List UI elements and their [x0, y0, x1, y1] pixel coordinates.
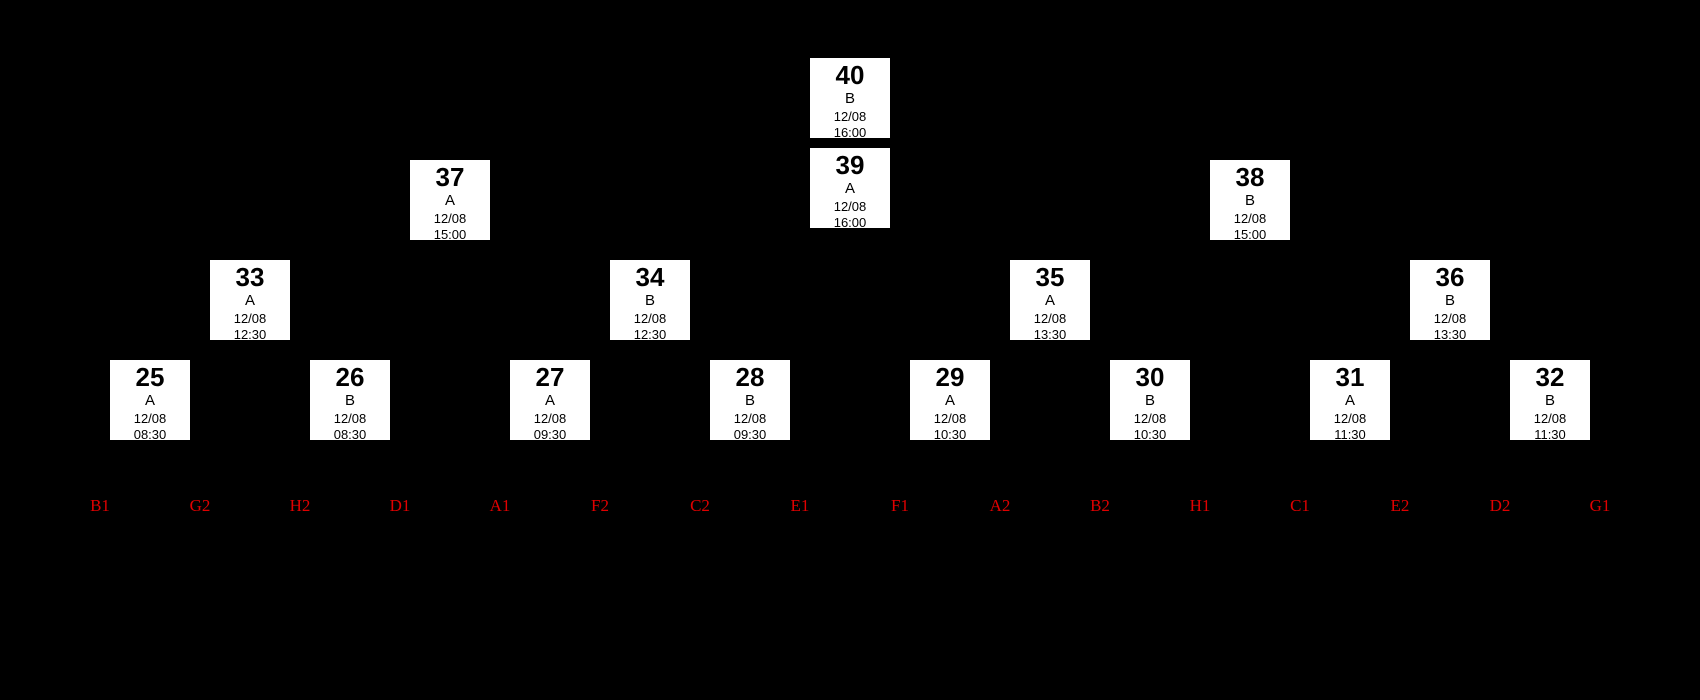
match-court: A	[944, 392, 955, 409]
match-date: 12/08	[1333, 411, 1367, 426]
match-box-29[interactable]: 29 A 12/08 10:30	[910, 360, 990, 442]
match-box-34[interactable]: 34 B 12/08 12:30	[610, 260, 690, 342]
match-court: B	[1544, 392, 1555, 409]
match-date: 12/08	[633, 311, 667, 326]
match-court: A	[1044, 292, 1055, 309]
match-box-31[interactable]: 31 A 12/08 11:30	[1310, 360, 1390, 442]
match-time: 09:30	[533, 427, 567, 442]
match-box-27[interactable]: 27 A 12/08 09:30	[510, 360, 590, 442]
match-court: B	[1444, 292, 1455, 309]
match-date: 12/08	[933, 411, 967, 426]
entrant-label-E1: E1	[790, 496, 810, 515]
match-box-37[interactable]: 37 A 12/08 15:00	[410, 160, 490, 242]
match-date: 12/08	[733, 411, 767, 426]
match-date: 12/08	[1433, 311, 1467, 326]
entrant-label-F1: F1	[891, 496, 909, 515]
match-court: A	[1344, 392, 1355, 409]
entrant-label-C2: C2	[690, 496, 710, 515]
match-number: 30	[1135, 362, 1165, 392]
match-number: 25	[135, 362, 165, 392]
match-number: 31	[1335, 362, 1365, 392]
entrant-label-A1: A1	[489, 496, 511, 515]
match-box-30[interactable]: 30 B 12/08 10:30	[1110, 360, 1190, 442]
match-court: B	[1244, 192, 1255, 209]
entrant-label-H1: H1	[1189, 496, 1211, 515]
match-date: 12/08	[133, 411, 167, 426]
match-box-39[interactable]: 39 A 12/08 16:00	[810, 148, 890, 230]
match-court: A	[144, 392, 155, 409]
match-box-40[interactable]: 40 B 12/08 16:00	[810, 58, 890, 140]
match-box-26[interactable]: 26 B 12/08 08:30	[310, 360, 390, 442]
match-date: 12/08	[433, 211, 467, 226]
match-number: 33	[235, 262, 265, 292]
entrant-label-G1: G1	[1589, 496, 1611, 515]
match-court: B	[1144, 392, 1155, 409]
match-number: 35	[1035, 262, 1065, 292]
match-time: 15:00	[1233, 227, 1267, 242]
match-time: 11:30	[1334, 427, 1366, 442]
match-court: B	[644, 292, 655, 309]
match-box-33[interactable]: 33 A 12/08 12:30	[210, 260, 290, 342]
match-time: 08:30	[133, 427, 167, 442]
match-number: 37	[435, 162, 465, 192]
match-box-32[interactable]: 32 B 12/08 11:30	[1510, 360, 1590, 442]
match-court: A	[444, 192, 455, 209]
match-number: 26	[335, 362, 365, 392]
match-time: 12:30	[633, 327, 667, 342]
match-date: 12/08	[1233, 211, 1267, 226]
entrant-label-B1: B1	[90, 496, 110, 515]
match-time: 10:30	[1133, 427, 1167, 442]
entrant-label-A2: A2	[989, 496, 1011, 515]
match-date: 12/08	[833, 109, 867, 124]
match-date: 12/08	[1533, 411, 1567, 426]
match-date: 12/08	[333, 411, 367, 426]
match-number: 36	[1435, 262, 1465, 292]
match-time: 12:30	[233, 327, 267, 342]
match-number: 28	[735, 362, 765, 392]
match-time: 13:30	[1433, 327, 1467, 342]
entrant-label-G2: G2	[189, 496, 211, 515]
match-court: B	[844, 90, 855, 107]
match-date: 12/08	[833, 199, 867, 214]
match-date: 12/08	[233, 311, 267, 326]
match-court: B	[344, 392, 355, 409]
entrant-label-H2: H2	[289, 496, 311, 515]
match-date: 12/08	[1133, 411, 1167, 426]
match-box-35[interactable]: 35 A 12/08 13:30	[1010, 260, 1090, 342]
match-time: 09:30	[733, 427, 767, 442]
match-date: 12/08	[1033, 311, 1067, 326]
entrant-label-D1: D1	[389, 496, 411, 515]
match-time: 16:00	[833, 125, 867, 140]
match-number: 40	[835, 60, 865, 90]
entrant-label-D2: D2	[1489, 496, 1511, 515]
match-court: B	[744, 392, 755, 409]
match-time: 13:30	[1033, 327, 1067, 342]
match-number: 34	[635, 262, 665, 292]
match-time: 15:00	[433, 227, 467, 242]
entrant-label-B2: B2	[1090, 496, 1110, 515]
match-time: 10:30	[933, 427, 967, 442]
entrant-label-E2: E2	[1390, 496, 1410, 515]
match-time: 11:30	[1534, 427, 1566, 442]
match-court: A	[844, 180, 855, 197]
match-court: A	[544, 392, 555, 409]
match-time: 08:30	[333, 427, 367, 442]
match-box-38[interactable]: 38 B 12/08 15:00	[1210, 160, 1290, 242]
entrant-label-C1: C1	[1290, 496, 1310, 515]
match-box-28[interactable]: 28 B 12/08 09:30	[710, 360, 790, 442]
match-number: 32	[1535, 362, 1565, 392]
match-time: 16:00	[833, 215, 867, 230]
match-number: 29	[935, 362, 965, 392]
match-number: 38	[1235, 162, 1265, 192]
match-number: 27	[535, 362, 565, 392]
match-court: A	[244, 292, 255, 309]
entrant-label-F2: F2	[591, 496, 609, 515]
match-number: 39	[835, 150, 865, 180]
match-box-36[interactable]: 36 B 12/08 13:30	[1410, 260, 1490, 342]
match-date: 12/08	[533, 411, 567, 426]
match-box-25[interactable]: 25 A 12/08 08:30	[110, 360, 190, 442]
